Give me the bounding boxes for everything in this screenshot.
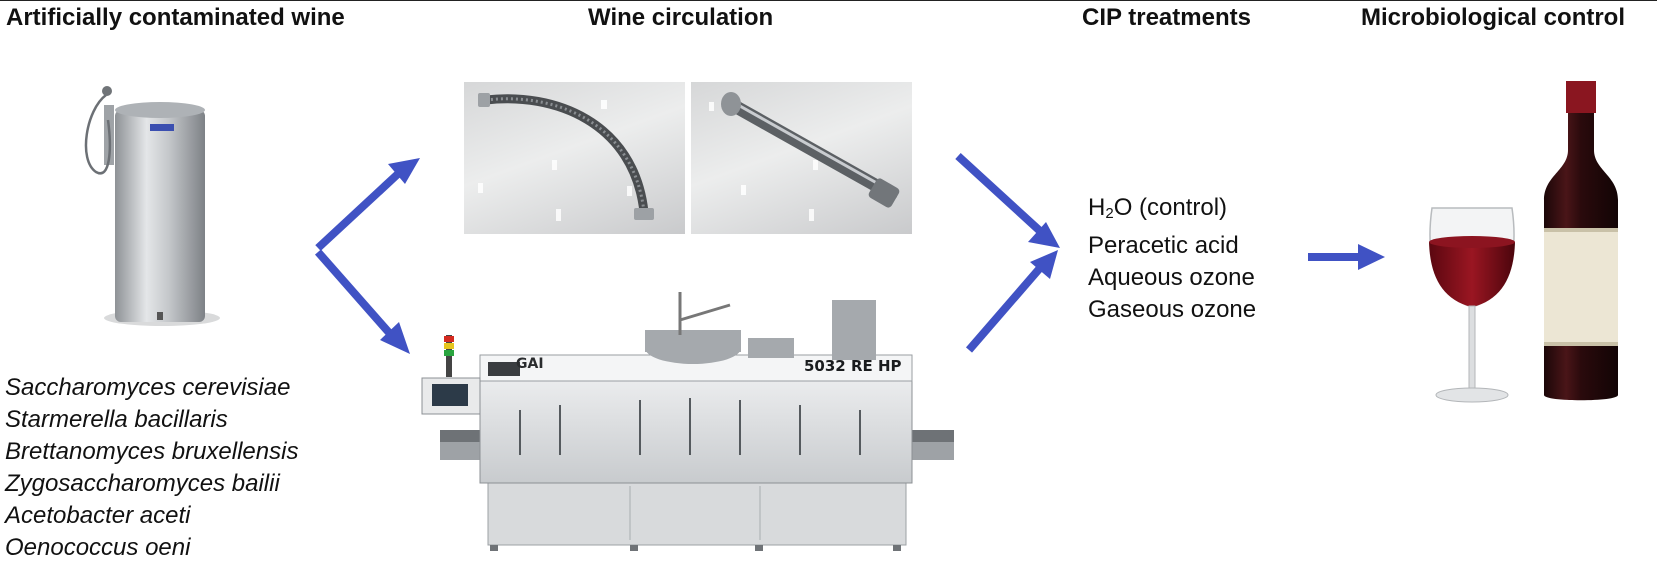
hose-photo (464, 82, 685, 234)
arrow-cip-to-control-head (1358, 244, 1385, 270)
arrow-machine-to-cip (965, 265, 1044, 353)
organism-item: Oenococcus oeni (5, 534, 191, 561)
pipe-photo (691, 82, 912, 234)
hose-icon (478, 93, 654, 221)
wine-glass-icon (1429, 207, 1515, 403)
arrow-to-pipes-head (388, 158, 420, 184)
bottling-machine-icon (421, 292, 954, 551)
h2o-h: H (1088, 194, 1106, 221)
heading-contaminated-wine: Artificially contaminated wine (6, 4, 345, 31)
organism-item: Saccharomyces cerevisiae (5, 374, 291, 401)
treatment-item: Peracetic acid (1088, 232, 1239, 259)
arrow-pipes-to-cip-head (1028, 222, 1060, 248)
machine-model-label: 5032 RE HP (804, 357, 902, 375)
h2o-subscript: 2 (1105, 205, 1114, 222)
pipe-icon (709, 92, 900, 221)
h2o-rest: O (control) (1113, 194, 1228, 221)
treatment-item: Aqueous ozone (1088, 264, 1255, 291)
organism-item: Acetobacter aceti (5, 502, 191, 529)
organism-list: Saccharomyces cerevisiae Starmerella bac… (5, 372, 298, 564)
top-border (0, 0, 1657, 1)
heading-microbiological-control: Microbiological control (1361, 4, 1626, 31)
arrow-to-machine (314, 249, 396, 339)
heading-cip-treatments: CIP treatments (1082, 4, 1251, 31)
treatment-item: Gaseous ozone (1088, 296, 1257, 323)
treatment-list: H2O (control) Peracetic acid Aqueous ozo… (1088, 192, 1256, 326)
wine-bottle-icon (1544, 81, 1618, 401)
organism-item: Zygosaccharomyces bailii (5, 470, 280, 497)
arrow-machine-to-cip-head (1030, 250, 1058, 279)
arrow-to-pipes (315, 169, 403, 251)
arrows (314, 153, 1385, 354)
machine-brand-label: GAI (516, 356, 544, 372)
arrow-to-machine-head (380, 322, 410, 354)
arrow-pipes-to-cip (955, 153, 1043, 234)
treatment-item-h2o: H2O (control) (1088, 192, 1256, 230)
organism-item: Starmerella bacillaris (5, 406, 228, 433)
heading-wine-circulation: Wine circulation (588, 4, 774, 31)
organism-item: Brettanomyces bruxellensis (5, 438, 299, 465)
tank-icon (84, 86, 220, 326)
